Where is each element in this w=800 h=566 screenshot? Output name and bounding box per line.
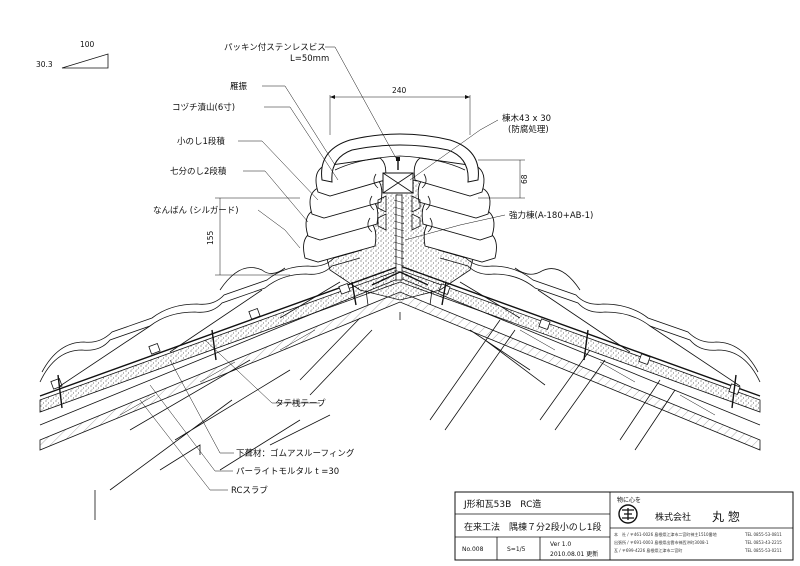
company-name: 丸 惣	[712, 509, 740, 524]
callout-texts: パッキン付ステンレスビス L=50mm 雁振 コヅチ漬山(6寸) 小のし1段積 …	[153, 42, 593, 496]
tel-line-3: TEL 0855-53-0211	[744, 548, 782, 553]
drawing-number: No.008	[462, 546, 484, 553]
support-lines-right	[429, 319, 676, 451]
dimension-height-right: 68	[520, 174, 529, 184]
address-line-1: 本 社 / 〒461-0026 島根県江津市二宮町神主1510番地	[614, 531, 717, 537]
title-row-1: J形和瓦53B RC造	[463, 498, 541, 510]
label-tate-tape: タテ桟テープ	[275, 398, 326, 409]
label-shichibu: 七分のし2段積	[170, 166, 227, 177]
dimension-width: 240	[392, 86, 407, 95]
dimension-height-left: 155	[206, 230, 215, 245]
label-kozuchi: コヅチ漬山(6寸)	[172, 102, 235, 113]
title-block: J形和瓦53B RC造 在来工法 隅棟７分2段小のし1段 No.008 S=1/…	[454, 491, 794, 561]
label-munagi-treat: (防腐処理)	[508, 124, 549, 135]
label-packing-screw: パッキン付ステンレスビス	[224, 42, 326, 53]
label-nanban: なんばん (シルガード)	[153, 205, 239, 216]
label-konoshi: 小のし1段積	[177, 136, 225, 147]
ridge-timber	[382, 172, 414, 194]
tel-line-1: TEL 0855-53-0811	[744, 532, 782, 537]
slope-rise: 30.3	[36, 60, 53, 69]
leader-lines	[139, 46, 506, 491]
slope-triangle	[61, 53, 109, 69]
noshi-stack-right	[413, 157, 497, 263]
slope-indicator: 100 30.3	[36, 40, 109, 69]
label-gando: 雁振	[230, 81, 248, 92]
label-munagi: 棟木43 x 30	[502, 113, 551, 124]
dimensions: 240 68 155	[206, 86, 529, 276]
address-line-3: 瓦 / 〒699-4226 島根県江津市二宮町	[614, 547, 682, 553]
title-row-2: 在来工法 隅棟７分2段小のし1段	[464, 521, 601, 533]
roof-nails	[57, 281, 737, 409]
label-shitabuki: 下葺材：ゴムアスルーフィング	[236, 448, 355, 459]
label-mortar: パーライトモルタル t =30	[236, 467, 339, 477]
label-screw-length: L=50mm	[290, 54, 329, 64]
support-lines-left	[94, 312, 401, 520]
ganburi-cap-tile	[321, 133, 479, 183]
label-slab: RCスラブ	[231, 485, 268, 496]
label-kyoryoku: 強力棟(A-180+AB-1)	[509, 210, 593, 221]
drawing-version: Ver 1.0	[550, 541, 571, 548]
drawing-scale: S=1/5	[507, 546, 526, 553]
address-line-2: 出張所 / 〒691-0003 島根県出雲市神西沖町3008-1	[614, 539, 709, 545]
roof-tiles-left	[39, 249, 363, 387]
tel-line-2: TEL 0853-43-2215	[744, 540, 782, 545]
roof-tiles-right	[437, 249, 761, 387]
drawing-date: 2010.08.01 更新	[550, 550, 598, 558]
ridge-bracket	[365, 194, 433, 306]
company-prefix: 株式会社	[655, 511, 691, 523]
noshi-stack-left	[303, 157, 387, 263]
company-slogan: 物に心を	[617, 496, 641, 504]
slope-run: 100	[80, 40, 95, 49]
stainless-screw	[396, 157, 400, 170]
